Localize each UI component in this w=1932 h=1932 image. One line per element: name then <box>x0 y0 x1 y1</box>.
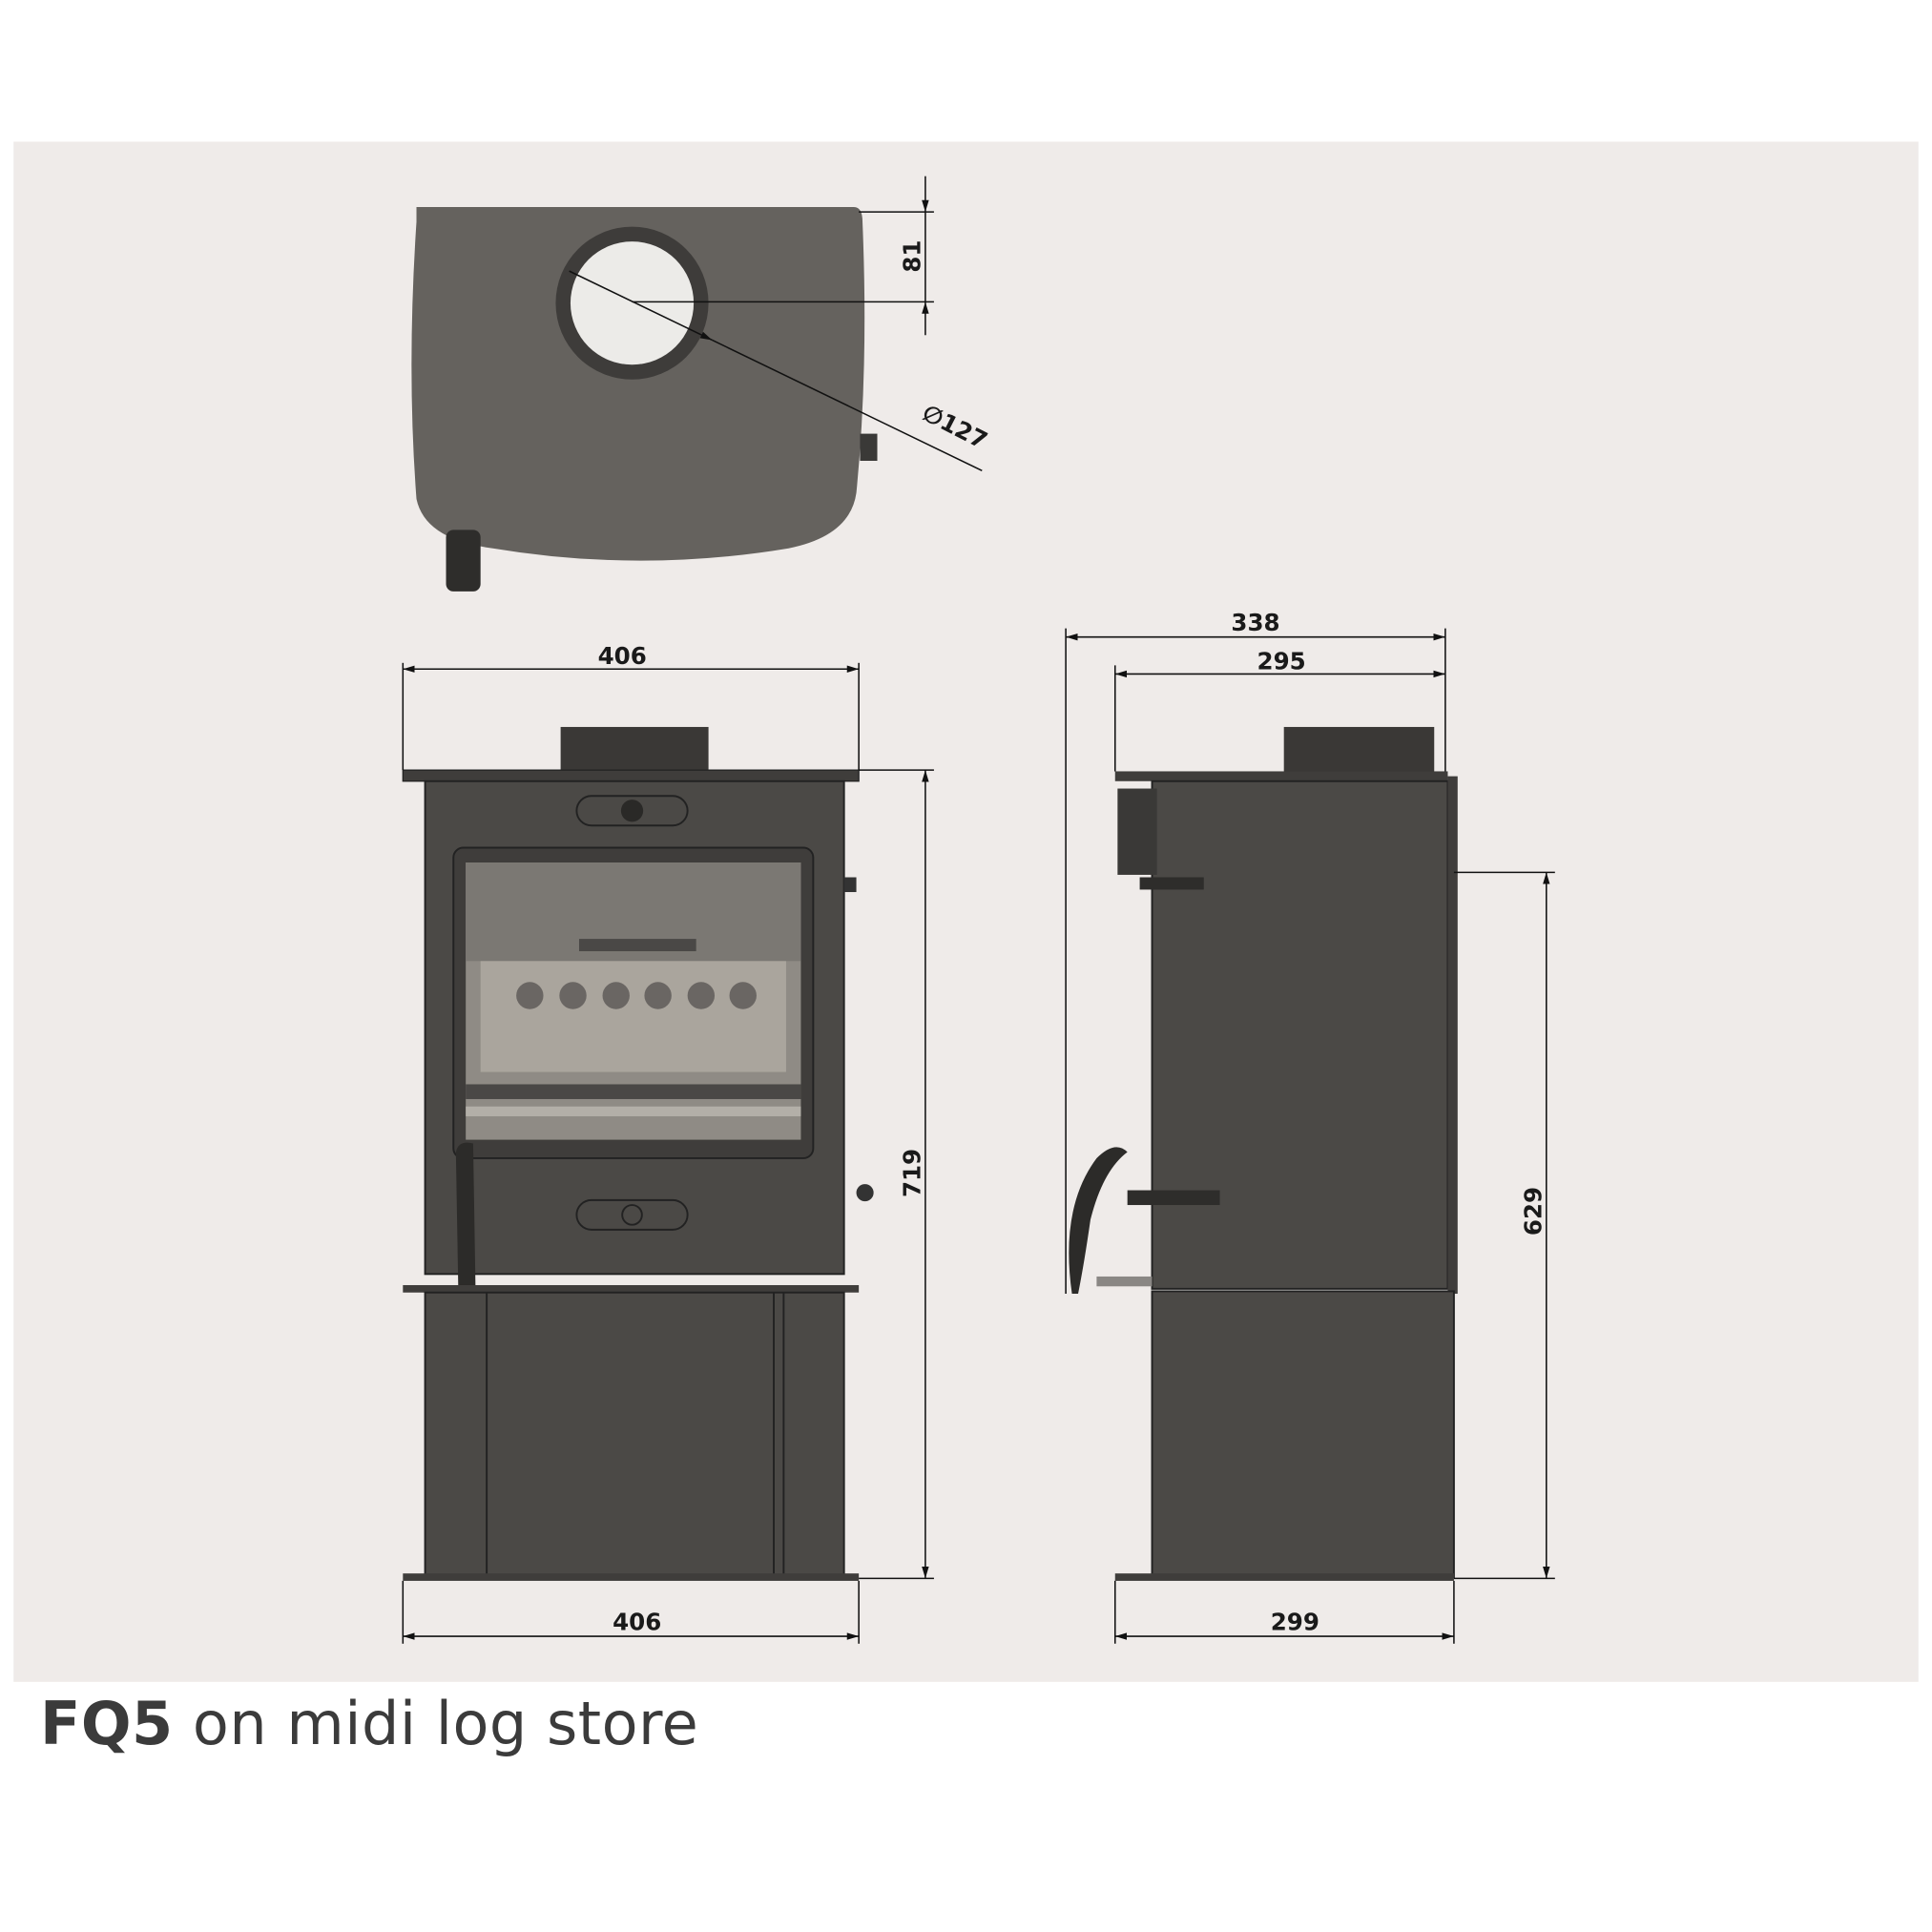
product-name: FQ5 <box>40 1689 174 1758</box>
dim-label-front-height: 719 <box>899 1149 926 1197</box>
dim-label-front-top-width: 406 <box>598 642 647 670</box>
bottom-air-control <box>575 1198 689 1231</box>
top-view-handle <box>446 530 481 592</box>
dim-label-side-base: 299 <box>1271 1609 1319 1636</box>
caption-suffix: on midi log store <box>192 1689 699 1758</box>
side-door-handle <box>1069 1147 1128 1295</box>
side-view <box>1069 726 1458 1581</box>
dim-front-lines <box>402 662 934 1644</box>
flue-collar-side <box>1283 726 1435 777</box>
top-view <box>411 206 878 592</box>
flue-opening <box>570 241 695 365</box>
dim-label-side-body: 295 <box>1257 647 1306 675</box>
dim-side-lines <box>1065 628 1555 1644</box>
door-handle <box>455 1142 476 1295</box>
drawing-panel <box>13 141 1919 1682</box>
log-store-side <box>1151 1290 1455 1579</box>
log-store-front <box>424 1291 845 1577</box>
dim-label-side-overall: 338 <box>1231 609 1279 636</box>
front-view <box>402 726 874 1581</box>
dim-label-81: 81 <box>899 240 926 273</box>
dim-label-front-bottom-width: 406 <box>613 1609 661 1636</box>
dim-label-side-height: 629 <box>1520 1187 1548 1236</box>
top-air-control <box>575 795 689 827</box>
dim-flue-offset <box>632 176 934 336</box>
product-caption: FQ5 on midi log store <box>40 1689 698 1758</box>
dim-flue-diameter <box>569 270 983 472</box>
flue-collar-front <box>560 726 709 775</box>
